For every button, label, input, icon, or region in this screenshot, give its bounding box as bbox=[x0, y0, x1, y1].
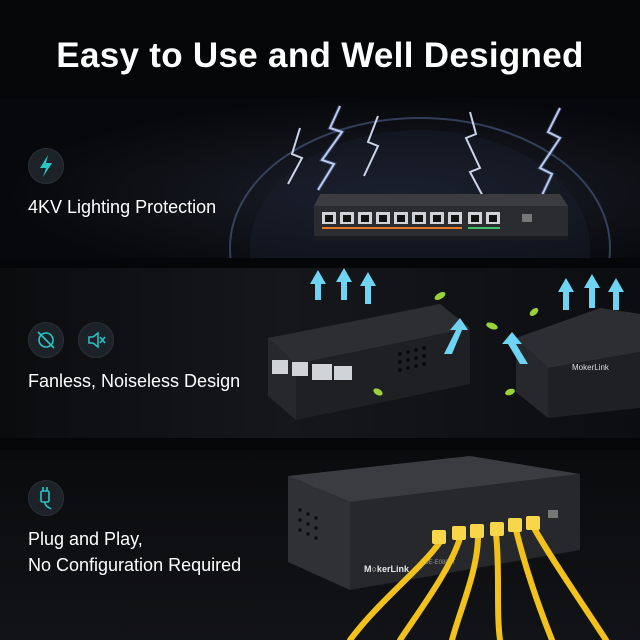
lightning-switch-illustration bbox=[229, 105, 611, 258]
page-title: Easy to Use and Well Designed bbox=[56, 36, 584, 75]
feature-plug-label-2: No Configuration Required bbox=[28, 555, 242, 575]
lightning-icon bbox=[28, 148, 64, 184]
plug-icon bbox=[28, 480, 64, 516]
fanless-panel: MokerLink bbox=[0, 268, 640, 438]
brand-logo-right: MokerLink bbox=[572, 363, 610, 372]
fanless-switch-illustration: MokerLink bbox=[268, 268, 640, 420]
feature-fanless-label: Fanless, Noiseless Design bbox=[28, 371, 241, 391]
mute-icon bbox=[78, 322, 114, 358]
model-label: POE-E0802T bbox=[420, 560, 456, 566]
no-fan-icon bbox=[28, 322, 64, 358]
plug-and-play-switch-illustration: M○kerLink POE-E0802T bbox=[288, 456, 609, 640]
feature-lightning-label: 4KV Lighting Protection bbox=[28, 197, 217, 217]
lightning-protection-panel: 4KV Lighting Protection bbox=[0, 98, 640, 258]
plug-and-play-panel: M○kerLink POE-E0802T bbox=[0, 450, 640, 640]
brand-logo: M○kerLink bbox=[364, 564, 410, 574]
feature-plug-label-1: Plug and Play, bbox=[28, 529, 143, 549]
